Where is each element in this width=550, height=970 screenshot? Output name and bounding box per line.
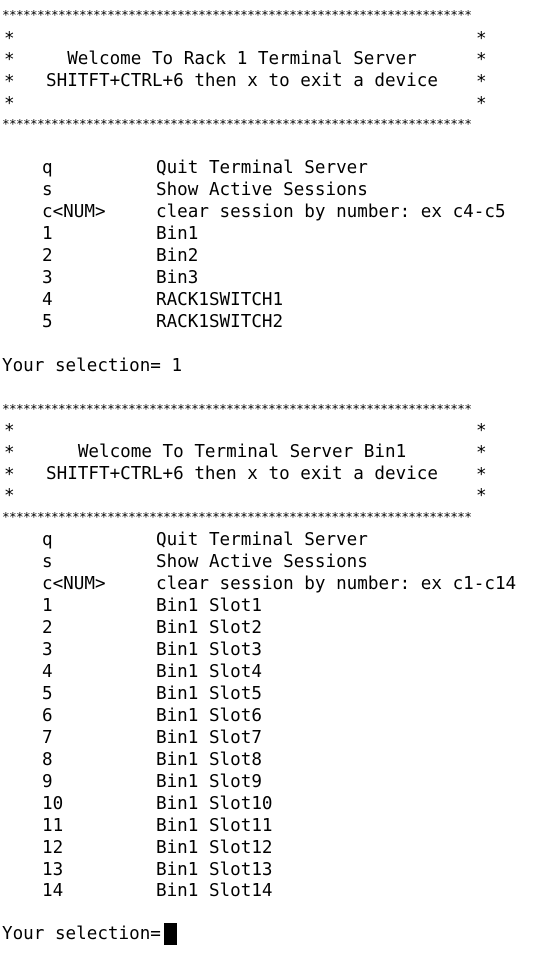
menu-item-key: 5 [42,684,53,704]
banner-border-top: ****************************************… [2,402,472,417]
banner-star-right: * [476,50,487,70]
banner-exit-hint: SHITFT+CTRL+6 then x to exit a device [46,71,438,91]
menu-item-label: RACK1SWITCH2 [156,312,284,332]
banner-star-left: * [4,486,15,506]
menu-item-key: s [42,180,53,200]
menu-item-label: Bin1 Slot6 [156,706,262,726]
banner-star-right: * [476,443,487,463]
menu-item-key: c<NUM> [42,574,106,594]
menu-item-key: 10 [42,794,64,814]
menu-item-label: Bin1 Slot14 [156,881,273,901]
menu-item-key: 3 [42,268,53,288]
menu-item-key: 11 [42,816,64,836]
menu-item-label: Bin1 Slot12 [156,838,273,858]
menu-item-key: q [42,530,53,550]
menu-item-key: 2 [42,618,53,638]
menu-item-key: 1 [42,224,53,244]
menu-item-label: Bin1 Slot9 [156,772,262,792]
menu-item-label: Bin1 Slot2 [156,618,262,638]
banner-star-right: * [476,72,487,92]
banner-star-right: * [476,94,487,114]
menu-item-key: 4 [42,290,53,310]
menu-item-key: 9 [42,772,53,792]
menu-item-label: Bin1 Slot10 [156,794,273,814]
menu-item-label: Bin1 Slot13 [156,860,273,880]
selection-input[interactable]: Your selection= [2,924,172,944]
banner-border-bottom: ****************************************… [2,117,472,132]
banner-star-left: * [4,72,15,92]
menu-item-key: 6 [42,706,53,726]
menu-item-key: 4 [42,662,53,682]
menu-item-label: Bin1 Slot8 [156,750,262,770]
selection-prompt: Your selection= 1 [2,356,183,376]
banner-star-left: * [4,465,15,485]
banner-welcome-text: Welcome To Terminal Server Bin1 [77,442,407,462]
menu-item-label: Bin1 Slot1 [156,596,262,616]
menu-item-key: 1 [42,596,53,616]
menu-item-label: Show Active Sessions [156,180,368,200]
banner-star-left: * [4,421,15,441]
menu-item-label: Quit Terminal Server [156,158,368,178]
menu-item-key: 12 [42,838,64,858]
banner-star-left: * [4,443,15,463]
menu-item-label: Bin2 [156,246,199,266]
menu-item-key: s [42,552,53,572]
text-cursor [164,923,177,945]
menu-item-label: Bin1 Slot3 [156,640,262,660]
menu-item-label: Bin1 Slot4 [156,662,262,682]
menu-item-key: 7 [42,728,53,748]
menu-item-label: Show Active Sessions [156,552,368,572]
banner-star-right: * [476,29,487,49]
banner-welcome-text: Welcome To Rack 1 Terminal Server [67,49,417,69]
banner-star-right: * [476,465,487,485]
menu-item-label: RACK1SWITCH1 [156,290,284,310]
menu-item-key: 3 [42,640,53,660]
menu-item-label: Bin1 Slot7 [156,728,262,748]
menu-item-label: clear session by number: ex c1-c14 [156,574,517,594]
menu-item-label: Bin1 Slot11 [156,816,273,836]
menu-item-key: c<NUM> [42,202,106,222]
banner-border-bottom: ****************************************… [2,510,472,525]
menu-item-label: clear session by number: ex c4-c5 [156,202,506,222]
banner-star-left: * [4,94,15,114]
menu-item-key: 13 [42,860,64,880]
menu-item-key: q [42,158,53,178]
banner-star-right: * [476,421,487,441]
menu-item-label: Bin3 [156,268,199,288]
banner-star-right: * [476,486,487,506]
banner-exit-hint: SHITFT+CTRL+6 then x to exit a device [46,464,438,484]
banner-star-left: * [4,29,15,49]
menu-item-key: 2 [42,246,53,266]
banner-star-left: * [4,50,15,70]
menu-item-key: 14 [42,881,64,901]
menu-item-key: 5 [42,312,53,332]
menu-item-label: Quit Terminal Server [156,530,368,550]
menu-item-label: Bin1 [156,224,199,244]
menu-item-label: Bin1 Slot5 [156,684,262,704]
menu-item-key: 8 [42,750,53,770]
banner-border-top: ****************************************… [2,8,472,23]
